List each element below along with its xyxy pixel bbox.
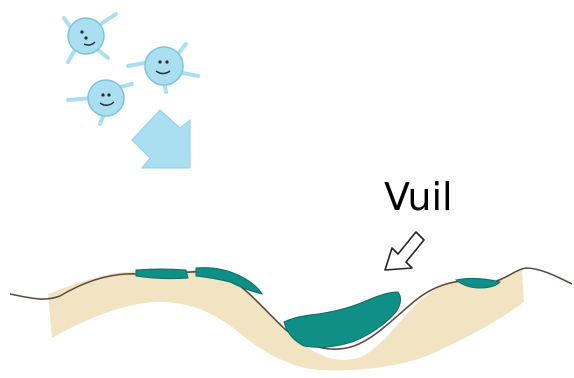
smiling-molecule-icon — [128, 44, 198, 92]
arrow-down-right-icon — [132, 110, 190, 168]
smiling-molecule-icon — [68, 80, 132, 124]
arrow-down-left-icon — [385, 232, 424, 270]
smiling-molecule-icon — [64, 14, 116, 62]
dirt-label: Vuil — [384, 178, 453, 216]
